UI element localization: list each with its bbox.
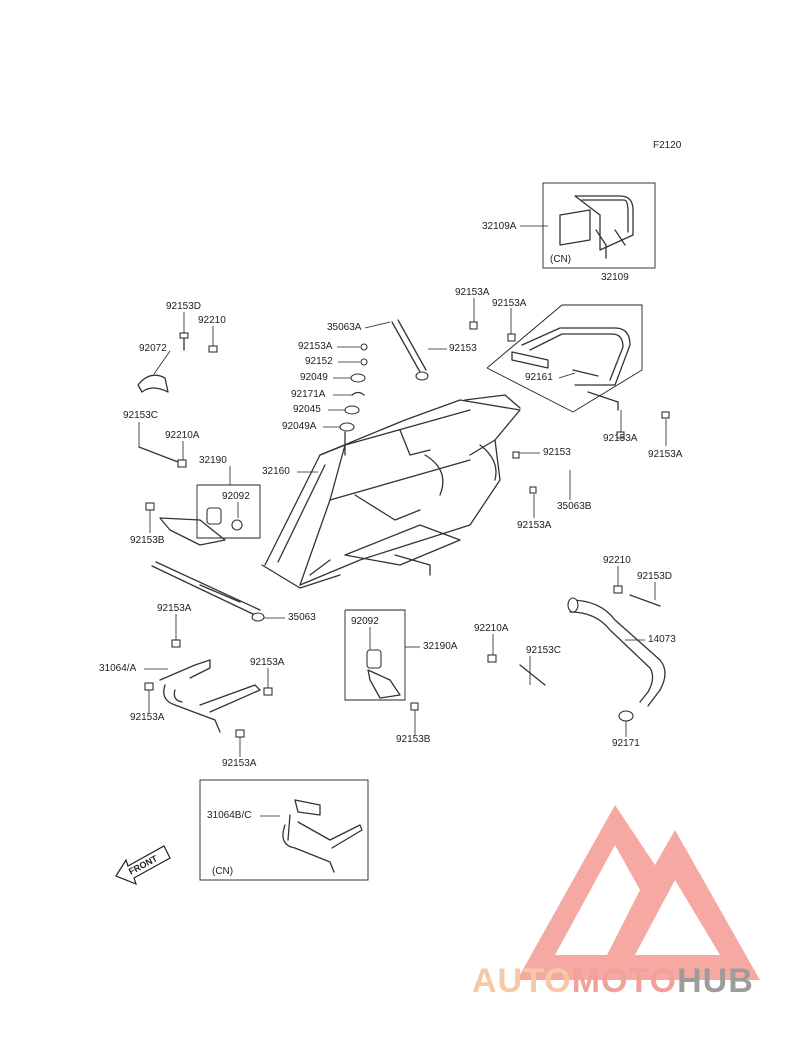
pipe-14073-drawing [567,597,666,722]
rack-32109A-drawing [559,195,634,259]
part-label: 92153C [526,645,562,656]
part-label: 14073 [648,634,676,645]
part-label: 92153D [637,571,673,582]
part-label: 92171 [612,738,640,749]
clamp-92072-drawing [137,374,169,393]
part-label: 31064/A [99,663,137,674]
bolts-drawing [138,321,670,738]
bracket-32190-drawing [159,507,243,546]
front-arrow-icon: FRONT [115,845,171,886]
part-label: 92153 [543,447,571,458]
part-label: 92161 [525,372,553,383]
part-label: 92152 [305,356,333,367]
rack-box-32109 [486,304,643,413]
part-label: 92210 [603,555,631,566]
rod-35063-drawing [151,561,265,622]
part-label: 92153A [157,603,192,614]
part-label: 92153A [648,449,683,460]
part-label: 32190A [423,641,458,652]
hardware-stack-drawing [339,343,368,456]
part-label: 92153 [449,343,477,354]
part-label: 32109 [601,272,629,283]
part-label: 92049A [282,421,317,432]
part-label: 92045 [293,404,321,415]
part-label: 35063 [288,612,316,623]
part-label: 32190 [199,455,227,466]
part-label: 92092 [222,491,250,502]
figure-code: F2120 [653,140,682,151]
part-label: 92092 [351,616,379,627]
watermark-part-hub: HUB [677,962,754,1000]
part-label: 92153A [492,298,527,309]
part-label: 92153A [222,758,257,769]
footrest-31064BC-drawing [282,799,363,873]
part-label: 92153A [455,287,490,298]
part-label: 92072 [139,343,167,354]
part-label: 92153A [130,712,165,723]
part-label: 92153C [123,410,159,421]
watermark-part-auto: AUTO [472,962,572,1000]
watermark-triangle-logo [517,805,760,980]
part-label: 92171A [291,389,326,400]
part-label: 92210 [198,315,226,326]
cn-label-top: (CN) [550,254,572,265]
part-label: 92153A [298,341,333,352]
part-label: 92210A [474,623,509,634]
bracket-box-32190A [344,609,406,701]
part-label: 31064B/C [207,810,252,821]
part-label: 35063B [557,501,592,512]
part-label: 92210A [165,430,200,441]
part-label: 92049 [300,372,328,383]
part-label: 92153A [603,433,638,444]
cn-box-top [542,182,656,269]
watermark-text: AUTOMOTOHUB [472,964,754,998]
part-label: 35063A [327,322,362,333]
brace-35063A-drawing [391,319,429,381]
part-label: 92153D [166,301,202,312]
part-label: 92153B [130,535,165,546]
part-label: 92153A [517,520,552,531]
rack-32109-drawing [511,327,631,411]
frame-32160-drawing [261,394,521,589]
part-label: 92153A [250,657,285,668]
part-label: 92153B [396,734,431,745]
part-label: 32160 [262,466,290,477]
cn-box-bottom [199,779,369,881]
cn-label-bottom: (CN) [212,866,234,877]
bracket-32190A-drawing [366,649,401,699]
leader-lines [138,225,667,817]
footrest-31064A-drawing [159,659,261,733]
part-label: 32109A [482,221,517,232]
watermark-part-moto: MOTO [571,962,678,1000]
